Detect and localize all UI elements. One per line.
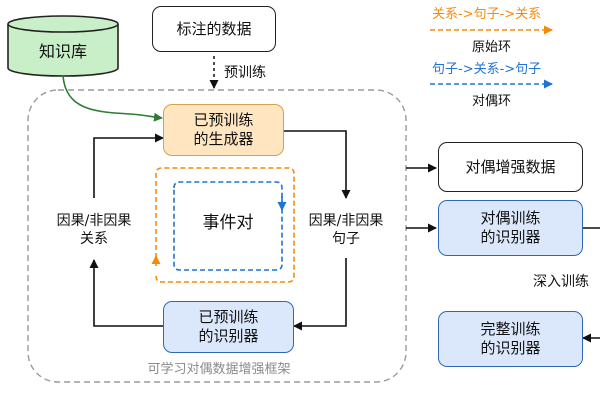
- dual-trained-recognizer-box[interactable]: 对偶训练 的识别器: [438, 200, 583, 256]
- knowledge-base-cylinder: [7, 15, 119, 77]
- framework-caption: 可学习对偶数据增强框架: [147, 362, 291, 377]
- generator-to-sentence-arrow: [284, 130, 351, 199]
- causal-sentence-label: 因果/非因果 句子: [308, 213, 384, 247]
- kb-to-generator-arrow: [62, 75, 163, 122]
- sentence-to-recognizer-arrow: [293, 258, 347, 331]
- framework-border: [27, 89, 407, 383]
- labeled-data-box[interactable]: 标注的数据: [152, 6, 276, 52]
- deep-training-label: 深入训练: [533, 274, 589, 290]
- event-pair-label: 事件对: [202, 213, 254, 233]
- fully-trained-recognizer-box[interactable]: 完整训练 的识别器: [438, 311, 583, 367]
- pretrain-label: 预训练: [224, 65, 266, 81]
- pretrained-recognizer-box[interactable]: 已预训练 的识别器: [163, 301, 294, 353]
- relation-to-generator-arrow: [93, 133, 164, 198]
- legend-blue-text: 句子->关系->句子: [432, 62, 542, 77]
- legend-orange-text: 关系->句子->关系: [432, 7, 542, 22]
- legend-blue-label: 对偶环: [472, 94, 512, 109]
- dual-augmented-data-box[interactable]: 对偶增强数据: [438, 142, 583, 192]
- legend-orange-label: 原始环: [472, 40, 512, 55]
- causal-relation-label: 因果/非因果 关系: [56, 213, 132, 247]
- blue-cycle: [173, 181, 283, 271]
- pretrained-generator-box[interactable]: 已预训练 的生成器: [163, 104, 284, 156]
- recognizer-to-relation-arrow: [89, 259, 163, 327]
- orange-cycle: [155, 167, 295, 283]
- knowledge-base-label: 知识库: [38, 42, 87, 61]
